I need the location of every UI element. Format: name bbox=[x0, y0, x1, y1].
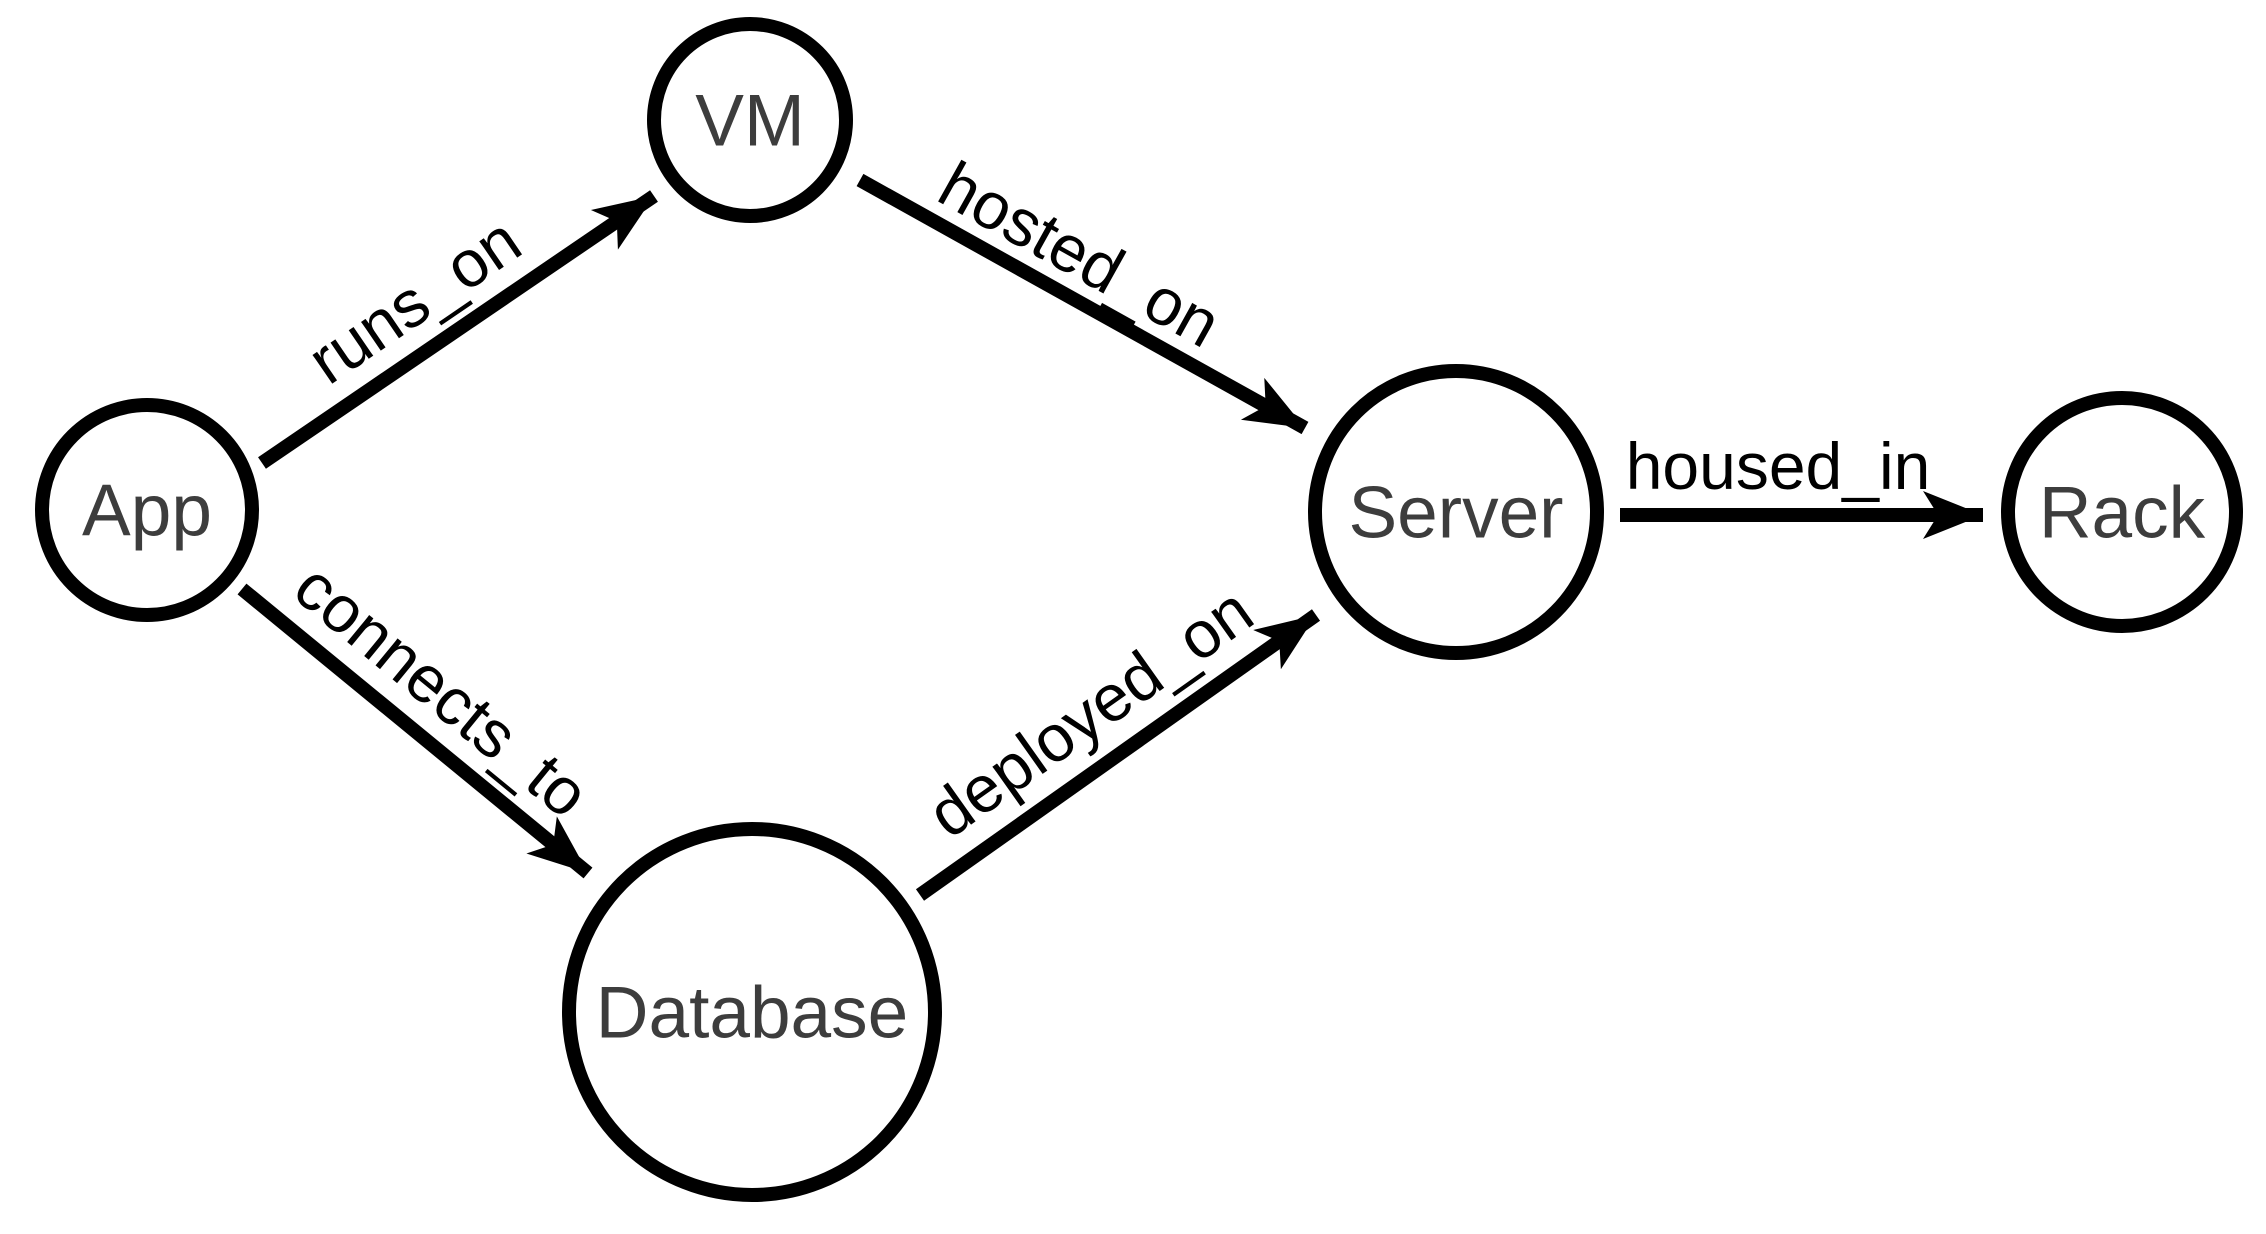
database-node-circle bbox=[562, 822, 942, 1202]
app-node-label: App bbox=[82, 471, 212, 552]
rack-node-circle bbox=[2001, 391, 2243, 633]
edge-label-deployed-on: deployed_on bbox=[914, 573, 1265, 852]
edge-label-housed-in: housed_in bbox=[1626, 429, 1931, 503]
edge-line-connects-to bbox=[237, 583, 593, 879]
edge-line-runs-on bbox=[258, 190, 658, 469]
node-rack: Rack bbox=[2001, 391, 2243, 633]
edge-vm-server: hosted_on bbox=[856, 147, 1309, 435]
node-vm: VM bbox=[647, 17, 853, 223]
database-node-label: Database bbox=[596, 973, 909, 1054]
vm-node-label: VM bbox=[695, 81, 805, 162]
server-node-circle bbox=[1308, 364, 1604, 660]
edge-app-vm: runs_on bbox=[258, 190, 658, 469]
edge-label-connects-to: connects_to bbox=[281, 549, 603, 832]
edge-app-database: connects_to bbox=[237, 549, 603, 879]
app-node-circle bbox=[35, 398, 259, 622]
rack-node-label: Rack bbox=[2039, 473, 2206, 554]
edge-server-rack: housed_in bbox=[1620, 429, 1983, 539]
node-server: Server bbox=[1308, 364, 1604, 660]
edge-line-hosted-on bbox=[856, 173, 1309, 435]
node-app: App bbox=[35, 398, 259, 622]
server-node-label: Server bbox=[1348, 473, 1563, 554]
edge-database-server: deployed_on bbox=[914, 573, 1321, 901]
vm-node-circle bbox=[647, 17, 853, 223]
node-database: Database bbox=[562, 822, 942, 1202]
edge-label-hosted-on: hosted_on bbox=[927, 147, 1232, 362]
edge-line-deployed-on bbox=[915, 609, 1321, 901]
